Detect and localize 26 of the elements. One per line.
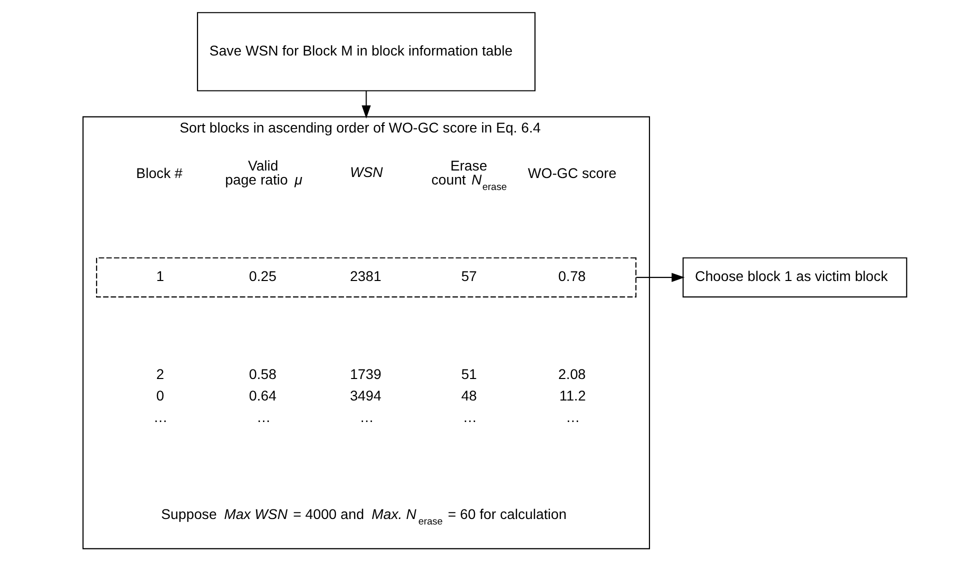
label: Block # xyxy=(136,165,182,182)
label: … xyxy=(256,409,270,426)
label: Suppose Max WSN = 4000 and Max. N$_{erase}$ = 60 for calculation xyxy=(160,506,566,528)
label: 48 xyxy=(460,387,476,404)
label: … xyxy=(359,409,374,426)
label: 0 xyxy=(156,387,164,404)
node-box: Choose block 1 as victim block xyxy=(682,257,907,298)
label: … xyxy=(153,409,168,426)
label: … xyxy=(462,409,476,426)
label: 0.64 xyxy=(248,387,276,404)
label: 0.58 xyxy=(248,366,276,382)
arrow xyxy=(361,90,370,118)
label: Erase count N$_{erase}$ xyxy=(430,157,506,194)
label: WSN xyxy=(349,164,382,180)
label: 51 xyxy=(460,366,476,382)
label: 3494 xyxy=(349,387,381,404)
label: 2.08 xyxy=(558,366,586,382)
label: 1739 xyxy=(349,366,381,382)
label: 11.2 xyxy=(558,387,586,404)
label: WO-GC score xyxy=(527,165,616,182)
label: … xyxy=(565,409,580,426)
node-box: 1 0.25 2381 57 0.78 xyxy=(96,257,636,298)
arrow xyxy=(636,272,684,282)
node-box: Save WSN for Block M in block information table xyxy=(196,12,536,92)
label: Valid page ratio μ xyxy=(224,157,302,188)
label: 2 xyxy=(156,366,164,382)
